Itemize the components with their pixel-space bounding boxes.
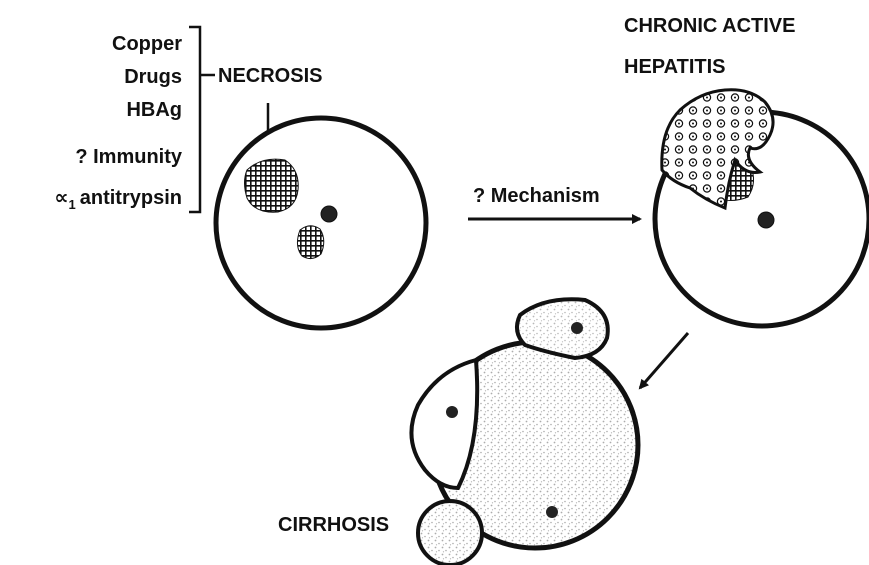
nodule-vein-dot [546,506,558,518]
necrosis-patch-large [245,159,299,212]
cause-list: Copper Drugs HBAg ? Immunity ∝1 antitryps… [54,33,183,212]
antitrypsin-text: antitrypsin [80,187,182,209]
cause-copper: Copper [112,33,182,55]
cirrhotic-nodules [411,299,638,565]
nodule-vein-dot [446,406,458,418]
mechanism-label: ? Mechanism [473,185,600,207]
left-nodule [411,360,477,488]
nodule-vein-dot [571,322,583,334]
alpha-symbol: ∝ [54,187,68,209]
cause-immunity: ? Immunity [75,146,183,168]
cirrhosis-arrow [640,333,688,388]
central-vein-dot [758,212,774,228]
cause-bracket [189,27,215,212]
cah-label-line2: HEPATITIS [624,56,725,78]
central-vein-dot [321,206,337,222]
necrosis-label: NECROSIS [218,65,322,87]
cause-drugs: Drugs [124,66,182,88]
cause-hbag: HBAg [126,99,182,121]
cirrhosis-label: CIRRHOSIS [278,514,389,536]
cause-alpha1-antitrypsin: ∝1 antitrypsin [54,187,182,212]
lobule-chronic-active-hepatitis [655,90,869,326]
necrosis-patch-small [297,226,323,259]
alpha-subscript: 1 [69,197,76,212]
lobule-necrosis [216,118,426,328]
cah-label-line1: CHRONIC ACTIVE [624,15,795,37]
